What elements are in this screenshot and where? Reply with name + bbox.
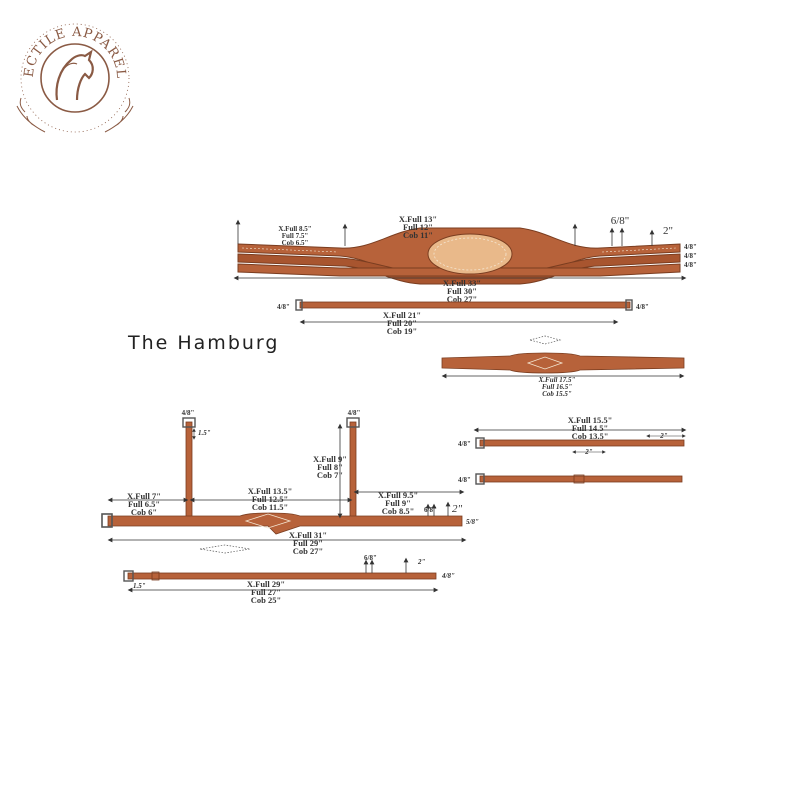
noseband [441,352,685,374]
girth-width-2: 4/8" [684,261,697,269]
small-strap-width-2: 4/8" [458,476,471,484]
strap-total-line-2: Cob 19" [387,326,417,336]
girth-total-line-2: Cob 27" [447,294,477,304]
long-strap-left-label: 1.5" [133,582,146,590]
brow-vertical-line-0: X.Full 9" [313,454,347,464]
brow-right-line-2: Cob 8.5" [382,506,415,516]
long-strap-hole-label: 6/8" [364,554,377,562]
girth-center-line-0: X.Full 13" [399,214,437,224]
girth-hole-label: 6/8" [611,215,630,227]
girth-width-1: 4/8" [684,252,697,260]
product-title: The Hamburg [128,332,280,354]
brow-total-line-0: X.Full 31" [289,530,327,540]
small-total-line-0: X.Full 15.5" [568,415,613,425]
girth [237,227,681,285]
girth-end-label: 2" [663,225,673,237]
brow-left-line-0: X.Full 7" [127,491,161,501]
brow-vertical-line-2: Cob 7" [317,470,343,480]
long-strap-end-label: 2" [417,558,426,566]
long-strap [123,570,437,582]
buckle-icon [123,570,134,582]
long-total-line-1: Full 27" [251,587,281,597]
headpiece [101,417,463,535]
brow-width-label: 5/8" [466,518,479,526]
left-buckle-icon [182,417,196,428]
brow-left-line-1: Full 6.5" [128,499,160,509]
small-strap-width-1: 4/8" [458,440,471,448]
small-total-line-1: Full 14.5" [572,423,608,433]
girth-center-line-1: Full 12" [403,222,433,232]
buckle-icon [475,437,485,449]
headpiece-left-width: 4/8" [182,409,195,417]
left-buckle-icon [295,299,303,311]
brow-center-line-0: X.Full 13.5" [248,486,293,496]
brow-center-line-2: Cob 11.5" [252,502,288,512]
noseband-total-line-1: Full 16.5" [542,383,572,391]
girth-width-0: 4/8" [684,243,697,251]
long-total-line-2: Cob 25" [251,595,281,605]
brow-end-label: 2" [452,503,463,515]
stitch-pattern-icon [199,544,251,554]
laurel-right-icon [104,97,134,133]
headpiece-small-label: 1.5" [198,429,211,437]
girth-center-line-2: Cob 11" [403,230,433,240]
small-strap-1 [475,437,685,449]
strap-total-line-0: X.Full 21" [383,310,421,320]
small-total-line-2: Cob 13.5" [572,431,609,441]
girth-total-line-0: X.Full 33" [443,278,481,288]
buckle-icon [475,473,485,485]
small-strap-hole-label: 2" [584,448,593,456]
headpiece-right-width: 4/8" [348,409,361,417]
brow-vertical-line-1: Full 8" [317,462,343,472]
brow-center-line-1: Full 12.5" [252,494,288,504]
right-buckle-icon [346,417,360,428]
strap-total-line-1: Full 20" [387,318,417,328]
long-total-line-0: X.Full 29" [247,579,285,589]
noseband-total-line-2: Cob 15.5" [542,390,572,398]
brow-hole-label: 6/8" [424,506,437,514]
keeper-loop-icon [151,571,160,581]
brow-left-line-2: Cob 6" [131,507,157,517]
small-strap-2 [475,473,683,485]
girth-center-pad [427,233,513,275]
brow-total-line-2: Cob 27" [293,546,323,556]
girth-left-line-0: X.Full 8.5" [278,225,311,233]
long-strap-width-label: 4/8" [441,572,455,580]
brand-logo: DECTILE APPARELS [5,8,134,133]
brow-right-line-1: Full 9" [385,498,411,508]
girth-total-line-1: Full 30" [447,286,477,296]
strap-right-width: 4/8" [636,303,649,311]
girth-left-line-1: Full 7.5" [282,232,309,240]
right-buckle-icon [625,299,633,311]
noseband-total-line-0: X.Full 17.5" [538,376,576,384]
girth-left-line-2: Cob 6.5" [282,239,309,247]
brow-total-line-1: Full 29" [293,538,323,548]
keeper-loop-icon [573,474,585,484]
brow-right-line-0: X.Full 9.5" [378,490,418,500]
stitch-pattern-icon [528,335,562,345]
strap-with-buckles [295,299,633,311]
small-strap-end-label: 2" [659,432,668,440]
front-buckle-icon [101,513,113,528]
strap-left-width: 4/8" [277,303,290,311]
laurel-left-icon [16,97,46,133]
